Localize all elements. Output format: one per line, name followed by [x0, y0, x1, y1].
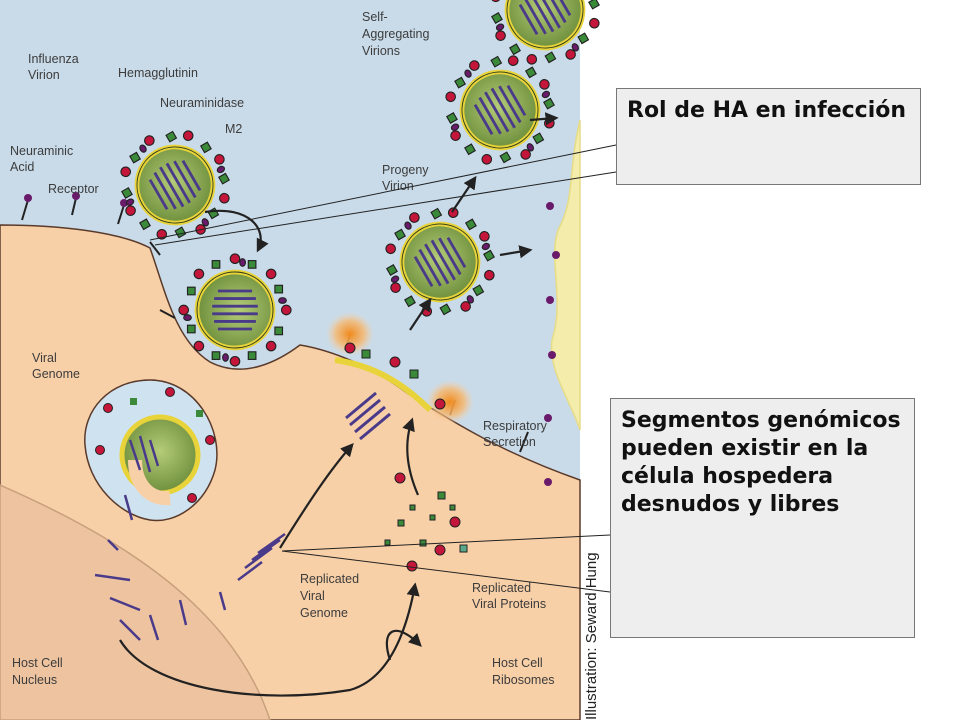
- label-replicated-proteins: Replicated: [472, 581, 531, 595]
- illustration-credit: Illustration: Seward Hung: [583, 552, 600, 720]
- label-hemagglutinin: Hemagglutinin: [118, 66, 198, 80]
- label-receptor: Receptor: [48, 182, 99, 196]
- label-viral-genome: Viral: [32, 351, 57, 365]
- callout-ha-role: Rol de HA en infección: [616, 88, 921, 185]
- label-influenza-virion: Influenza: [28, 52, 79, 66]
- replicated-viral-genome: [237, 532, 286, 581]
- label-m2: M2: [225, 122, 242, 136]
- virion-binding-cell: [179, 254, 291, 366]
- label-neuraminic-acid: Neuraminic: [10, 144, 73, 158]
- label-host-ribosomes: Host Cell: [492, 656, 543, 670]
- label-host-nucleus: Host Cell: [12, 656, 63, 670]
- replicated-genome-near-membrane: [345, 391, 391, 441]
- budding-site-2: [426, 380, 474, 424]
- membrane-budding-region: [334, 357, 433, 413]
- callout-leader-lines: [149, 144, 617, 593]
- nuclear-genome-segments: [94, 494, 227, 641]
- respiratory-secretion-layer: [550, 119, 581, 431]
- label-replicated-genome: Replicated: [300, 572, 359, 586]
- label-self-aggregating: Self-: [362, 10, 388, 24]
- budding-site-1: [326, 312, 374, 356]
- receptor-tips: [24, 192, 560, 486]
- label-progeny-virion: Progeny: [382, 163, 429, 177]
- process-arrows: [119, 112, 559, 697]
- callout-genome-segments: Segmentos genómicos pueden existir en la…: [610, 398, 915, 638]
- endosome-with-virion: [84, 379, 218, 522]
- membrane-proteins: [344, 342, 446, 410]
- label-neuraminidase: Neuraminidase: [160, 96, 244, 110]
- host-cell-nucleus: [0, 484, 271, 720]
- callout-ha-role-text: Rol de HA en infección: [627, 98, 907, 123]
- label-respiratory-secretion: Respiratory: [483, 419, 548, 433]
- callout-genome-segments-text: Segmentos genómicos pueden existir en la…: [621, 408, 901, 517]
- replicated-viral-proteins: [384, 472, 468, 572]
